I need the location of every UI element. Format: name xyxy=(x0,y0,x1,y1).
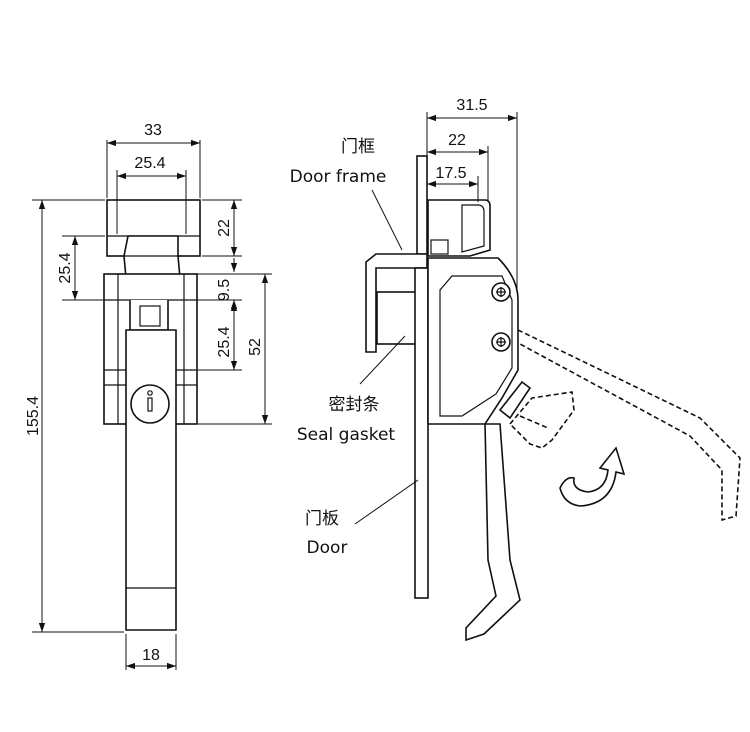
dim-total-height-155-4: 155.4 xyxy=(25,396,42,436)
seal-gasket-leader xyxy=(359,335,406,385)
dim-body-52: 52 xyxy=(247,338,264,356)
front-view: 33 25.4 18 155.4 25.4 22 9.5 25.4 52 xyxy=(25,122,272,670)
door-frame xyxy=(416,155,428,255)
door-label-cn: 门板 xyxy=(305,509,339,529)
dim-depth-22: 22 xyxy=(448,132,466,149)
handle xyxy=(125,329,177,631)
dim-head-height-22: 22 xyxy=(216,219,233,237)
dim-9-5: 9.5 xyxy=(216,279,233,301)
dim-inner-25-4: 25.4 xyxy=(134,155,165,172)
dim-width-33: 33 xyxy=(144,122,162,139)
seal-gasket xyxy=(376,291,418,345)
dim-depth-17-5: 17.5 xyxy=(435,165,466,182)
door-plate xyxy=(414,267,429,599)
door-label-en: Door xyxy=(307,538,348,558)
dim-handle-width-18: 18 xyxy=(142,647,160,664)
seal-gasket-label-en: Seal gasket xyxy=(297,425,396,445)
door-frame-label-en: Door frame xyxy=(290,167,387,187)
trigger xyxy=(498,380,532,420)
handle-open-outline xyxy=(517,329,741,522)
door-frame-label-cn: 门框 xyxy=(341,137,375,157)
dim-mid-25-4: 25.4 xyxy=(216,326,233,357)
dim-gap-25-4: 25.4 xyxy=(57,252,74,283)
door-leader xyxy=(354,479,419,525)
seal-gasket-label-cn: 密封条 xyxy=(329,395,380,415)
side-view: 31.5 22 17.5 门框 Door frame 密封条 Seal gask… xyxy=(290,97,741,642)
keeper xyxy=(427,199,491,257)
dim-depth-31-5: 31.5 xyxy=(456,97,487,114)
rotation-arrow-icon xyxy=(559,446,626,507)
door-frame-leader xyxy=(371,189,403,251)
lock-cylinder xyxy=(130,384,170,424)
seal-gasket-strip xyxy=(365,253,428,353)
handle-closed xyxy=(465,423,521,642)
trigger-open-outline xyxy=(508,391,575,449)
